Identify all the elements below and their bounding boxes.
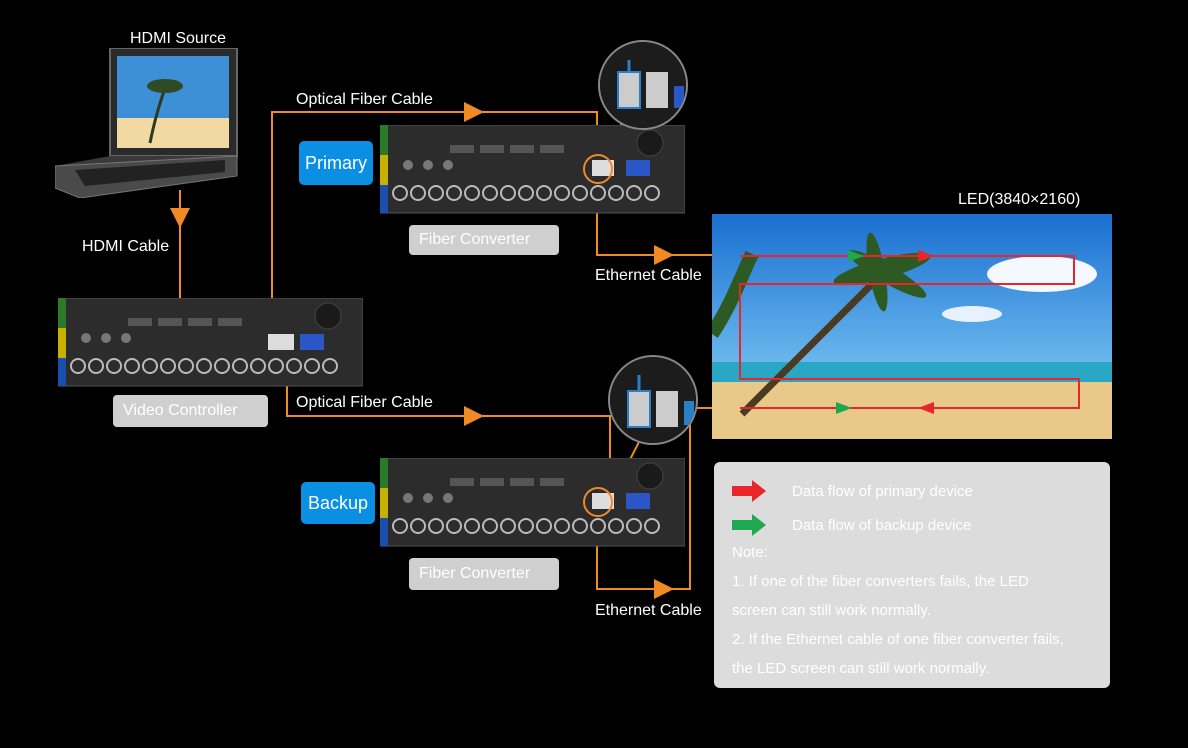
laptop-hdmi-source (54, 47, 245, 199)
note-title: Note: (732, 544, 768, 561)
fiber-converter-top-tag: Fiber Converter (409, 225, 559, 255)
optical-fiber-top-label: Optical Fiber Cable (296, 91, 433, 108)
video-controller-device (57, 297, 364, 388)
ethernet-bottom-label: Ethernet Cable (595, 602, 702, 619)
fiber-converter-bottom-tag: Fiber Converter (409, 558, 559, 590)
hdmi-source-label: HDMI Source (130, 30, 227, 47)
note-1-line-1: 1. If one of the fiber converters fails,… (732, 573, 1029, 590)
optical-fiber-bottom-label: Optical Fiber Cable (296, 394, 433, 411)
red-arrow-icon (732, 480, 766, 502)
fiber-converter-backup-device (379, 457, 686, 548)
legend-backup-text: Data flow of backup device (792, 516, 972, 534)
legend-backup-row: Data flow of backup device (732, 514, 971, 536)
note-2-line-1: 2. If the Ethernet cable of one fiber co… (732, 631, 1064, 648)
fiber-converter-primary-device (379, 124, 686, 215)
video-controller-tag: Video Controller (113, 395, 268, 427)
ethernet-top-label: Ethernet Cable (595, 267, 702, 284)
hdmi-cable-label: HDMI Cable (82, 238, 170, 255)
legend-primary-row: Data flow of primary device (732, 480, 973, 502)
backup-badge: Backup (301, 482, 375, 524)
led-resolution-label: LED(3840×2160) (958, 191, 1081, 208)
port-zoom-bottom (608, 355, 698, 445)
note-2-line-2: the LED screen can still work normally. (732, 660, 990, 677)
note-1-line-2: screen can still work normally. (732, 602, 931, 619)
legend-panel: Data flow of primary device Data flow of… (714, 462, 1110, 688)
led-screen (712, 214, 1112, 439)
port-zoom-top (598, 40, 688, 130)
legend-primary-text: Data flow of primary device (792, 482, 973, 500)
primary-badge: Primary (299, 141, 373, 185)
ethernet-bottom-line (596, 407, 712, 590)
green-arrow-icon (732, 514, 766, 536)
